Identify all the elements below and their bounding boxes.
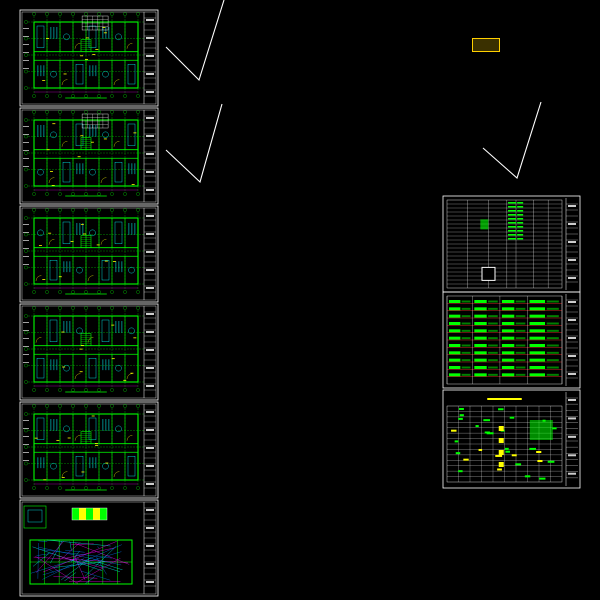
- drawing-sheet-plan-3: [19, 205, 159, 303]
- sheet-frame: [19, 499, 159, 597]
- sheet-frame: [19, 401, 159, 499]
- title-stamp-icon[interactable]: [472, 38, 500, 52]
- drawing-sheet-schedule-2: [442, 291, 581, 389]
- drawing-sheet-plan-1: [19, 9, 159, 107]
- drawing-sheet-plan-2: [19, 107, 159, 205]
- drawing-sheet-plan-5: [19, 401, 159, 499]
- leader-line-icon: [165, 0, 225, 82]
- sheet-frame: [19, 303, 159, 401]
- sheet-frame: [19, 205, 159, 303]
- leader-line-icon: [165, 103, 223, 184]
- sheet-frame: [19, 9, 159, 107]
- drawing-sheet-plan-6: [19, 499, 159, 597]
- sheet-frame: [19, 107, 159, 205]
- drawing-sheet-schedule-3: [442, 389, 581, 489]
- drawing-sheet-schedule-1: [442, 195, 581, 293]
- drawing-sheet-plan-4: [19, 303, 159, 401]
- leader-line-icon: [482, 101, 542, 179]
- sheet-frame: [442, 291, 581, 389]
- sheet-frame: [442, 389, 581, 489]
